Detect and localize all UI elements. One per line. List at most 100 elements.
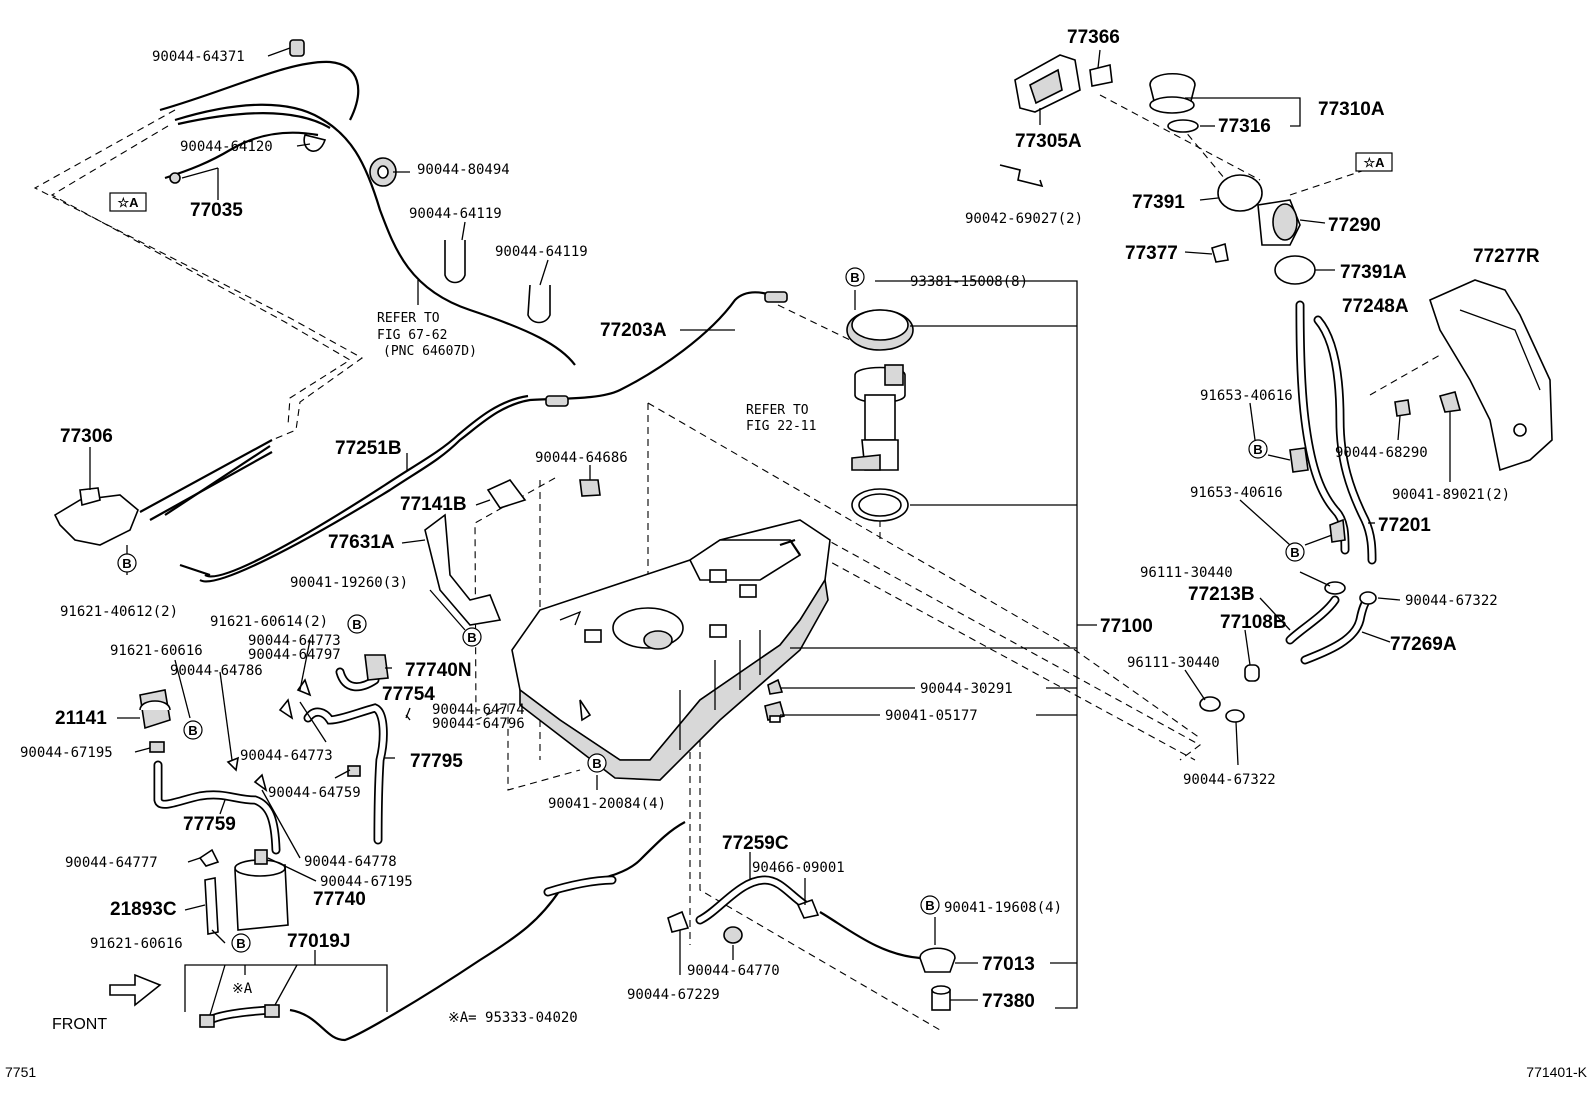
note-text: FIG 67-62 xyxy=(377,328,447,343)
part-label: 90044-67195 xyxy=(20,745,113,761)
part-label: 90044-68290 xyxy=(1335,445,1428,461)
part-label: 96111-30440 xyxy=(1140,565,1233,581)
part-label: 90044-64371 xyxy=(152,49,245,65)
part-label: 90044-64773 xyxy=(240,748,333,764)
heat-protector-77277R xyxy=(1394,279,1553,472)
part-label: 90044-64796 xyxy=(432,716,525,732)
part-label: 90466-09001 xyxy=(752,860,845,876)
part-label: 91653-40616 xyxy=(1200,388,1293,404)
tank-brackets xyxy=(424,479,601,722)
b-marker: B xyxy=(236,936,245,951)
note-text: (PNC 64607D) xyxy=(383,344,477,359)
part-label: 90044-64778 xyxy=(304,854,397,870)
part-label: 77631A xyxy=(328,532,395,553)
part-label: 77100 xyxy=(1100,616,1153,637)
part-label: 77108B xyxy=(1220,612,1287,633)
footer-left-code: 7751 xyxy=(5,1064,36,1080)
part-label: 77213B xyxy=(1188,584,1255,605)
part-label: 90042-69027(2) xyxy=(965,211,1083,227)
part-label: 90044-64120 xyxy=(180,139,273,155)
canister-and-hoses xyxy=(139,654,389,935)
part-label: 77754 xyxy=(382,684,435,705)
tube-77251B-77203A xyxy=(179,291,788,583)
part-label: 90044-64797 xyxy=(248,647,341,663)
part-label: 77201 xyxy=(1378,515,1431,536)
b-marker: B xyxy=(1290,545,1299,560)
part-label: 93381-15008(8) xyxy=(910,274,1028,290)
part-label: 90041-20084(4) xyxy=(548,796,666,812)
part-label: 91621-60614(2) xyxy=(210,614,328,630)
part-label: 90044-64786 xyxy=(170,663,263,679)
part-label: 90044-64119 xyxy=(409,206,502,222)
part-label: 77795 xyxy=(410,751,463,772)
part-label: 91621-40612(2) xyxy=(60,604,178,620)
part-label: 77366 xyxy=(1067,27,1120,48)
parts-77259C-77013 xyxy=(667,875,956,1011)
part-label: 77391 xyxy=(1132,192,1185,213)
part-label: 90044-64759 xyxy=(268,785,361,801)
star-a-boxes: ☆A ☆A xyxy=(109,152,1393,212)
part-label: 90041-05177 xyxy=(885,708,978,724)
b-marker: B xyxy=(467,630,476,645)
b-marker: B xyxy=(592,756,601,771)
part-label: 77759 xyxy=(183,814,236,835)
part-label: 77740 xyxy=(313,889,366,910)
b-marker: B xyxy=(352,617,361,632)
part-label: 77316 xyxy=(1218,116,1271,137)
b-marker: B xyxy=(188,723,197,738)
star-a-marker: ☆A xyxy=(117,195,139,210)
part-label: 90044-67322 xyxy=(1183,772,1276,788)
part-label: 77203A xyxy=(600,320,667,341)
part-label: 77310A xyxy=(1318,99,1385,120)
part-label: 90044-64773 xyxy=(248,633,341,649)
part-label: 21141 xyxy=(55,708,107,729)
b-marker: B xyxy=(122,556,131,571)
part-labels: 90044-64371 90044-64120 77035 90044-8049… xyxy=(5,27,1588,1080)
part-label: 77380 xyxy=(982,991,1035,1012)
part-label: 77019J xyxy=(287,931,350,952)
note-text: FIG 22-11 xyxy=(746,419,816,434)
note-text: REFER TO xyxy=(377,311,440,326)
part-label: 77306 xyxy=(60,426,113,447)
hose-77019J xyxy=(109,821,686,1042)
leader-lines xyxy=(89,47,1451,1016)
part-label: 90044-67195 xyxy=(320,874,413,890)
part-label: 77259C xyxy=(722,833,789,854)
part-label: 90044-64774 xyxy=(432,702,525,718)
footer-right-code: 771401-K xyxy=(1526,1064,1587,1080)
fuel-pump-assembly xyxy=(846,309,914,522)
part-label: 91653-40616 xyxy=(1190,485,1283,501)
b-marker: B xyxy=(1253,442,1262,457)
part-label: 90044-67322 xyxy=(1405,593,1498,609)
part-label: 91621-60616 xyxy=(110,643,203,659)
part-label: 77035 xyxy=(190,200,243,221)
part-label: 77013 xyxy=(982,954,1035,975)
part-label: 90044-67229 xyxy=(627,987,720,1003)
fuel-tank-77100 xyxy=(511,519,831,781)
note-text: ※A= 95333-04020 xyxy=(448,1010,578,1026)
part-label: 90041-89021(2) xyxy=(1392,487,1510,503)
part-label: 77305A xyxy=(1015,131,1082,152)
upper-left-cables xyxy=(159,39,576,366)
part-label: 77251B xyxy=(335,438,402,459)
note-text: ※A xyxy=(232,981,253,997)
part-label: 77290 xyxy=(1328,215,1381,236)
part-label: 90044-80494 xyxy=(417,162,510,178)
part-label: 90041-19608(4) xyxy=(944,900,1062,916)
part-label: 90044-64686 xyxy=(535,450,628,466)
part-label: 90044-64777 xyxy=(65,855,158,871)
bracket-77306 xyxy=(53,439,273,546)
tank-fasteners xyxy=(764,678,785,723)
part-label: 96111-30440 xyxy=(1127,655,1220,671)
part-label: 91621-60616 xyxy=(90,936,183,952)
part-label: 77740N xyxy=(405,660,472,681)
note-text: REFER TO xyxy=(746,403,809,418)
front-label: FRONT xyxy=(52,1016,107,1033)
circle-b-markers: B B B B B B B B B B xyxy=(117,267,1305,953)
part-label: 77377 xyxy=(1125,243,1178,264)
b-marker: B xyxy=(925,898,934,913)
part-label: 77248A xyxy=(1342,296,1409,317)
part-label: 21893C xyxy=(110,899,177,920)
part-label: 77141B xyxy=(400,494,467,515)
